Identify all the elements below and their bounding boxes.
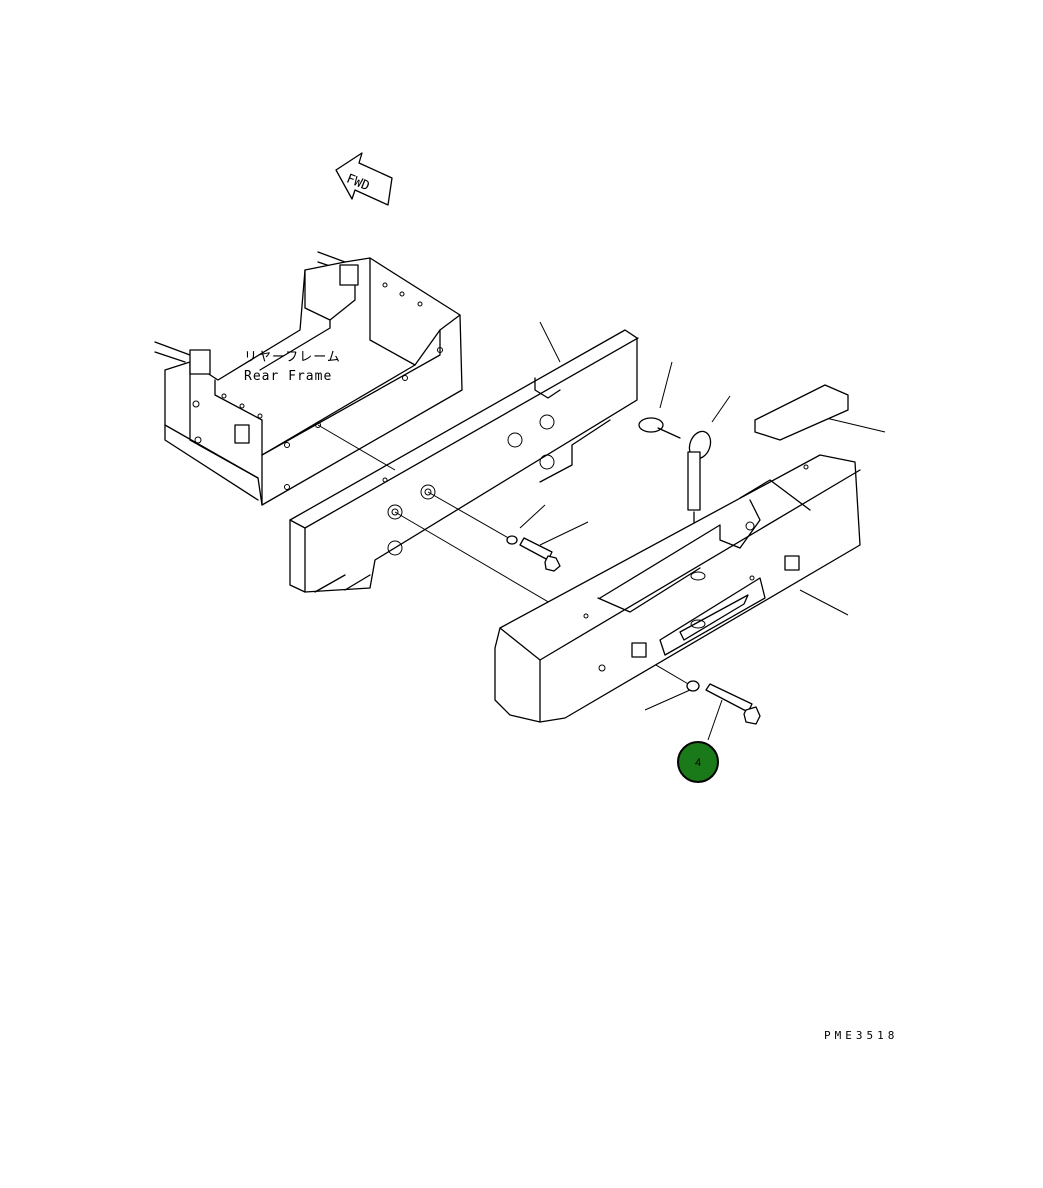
bolt-large: [686, 680, 761, 725]
rear-frame-label-en: Rear Frame: [244, 369, 332, 384]
rear-frame: リヤーフレーム Rear Frame: [154, 251, 463, 506]
counterweight-main: [494, 454, 861, 723]
rear-frame-label-jp: リヤーフレーム: [244, 350, 341, 365]
bolt-small: [506, 535, 561, 572]
callout-4[interactable]: 4: [677, 741, 719, 783]
label-plate: [754, 384, 849, 441]
callout-4-number: 4: [695, 757, 701, 769]
drawing-code: PME3518: [824, 1029, 898, 1042]
fwd-arrow-icon: FWD: [335, 152, 393, 206]
counterweight-upper: [289, 321, 639, 593]
